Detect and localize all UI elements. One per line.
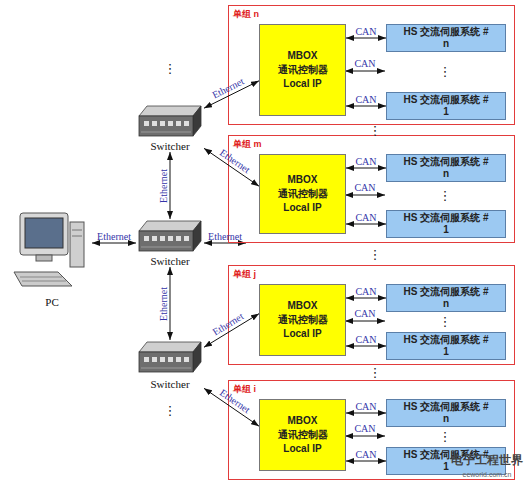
node-text: Local IP <box>283 442 321 456</box>
servo-box: HS 交流伺服系统 # n <box>386 154 506 182</box>
controller-box: MBOX通讯控制器Local IP <box>259 399 346 471</box>
node-text: Local IP <box>283 201 321 215</box>
switch-icon <box>139 221 201 251</box>
controller-box: MBOX通讯控制器Local IP <box>259 154 346 234</box>
ellipsis-mark: ⋮ <box>439 429 452 444</box>
ellipsis-mark: ⋮ <box>164 61 177 76</box>
node-text: 通讯控制器 <box>278 313 328 327</box>
node-text: Local IP <box>283 327 321 341</box>
connector <box>346 224 386 225</box>
link-label: CAN <box>354 182 375 193</box>
node-text: HS 交流伺服系统 # 1 <box>403 334 489 358</box>
switch-node: Switcher <box>136 104 204 152</box>
node-text: Switcher <box>150 378 189 390</box>
group-box: 单组 m MBOX通讯控制器Local IP HS 交流伺服系统 # n HS 交流伺… <box>228 135 515 243</box>
connector <box>346 106 386 107</box>
connector <box>346 346 386 347</box>
connector <box>346 413 386 414</box>
edge-label: CAN <box>355 156 376 167</box>
link-label: Ethernet <box>208 231 242 242</box>
can-line <box>345 321 385 322</box>
ellipsis-mark: ⋮ <box>439 314 452 329</box>
can-line <box>345 436 385 437</box>
edge-label: CAN <box>355 212 376 223</box>
node-text: 通讯控制器 <box>278 187 328 201</box>
switch-node: Switcher <box>136 219 204 267</box>
servo-box: HS 交流伺服系统 # 1 <box>386 332 506 360</box>
node-text: HS 交流伺服系统 # n <box>403 26 489 50</box>
edge-label: Ethernet <box>158 287 169 321</box>
node-text: 通讯控制器 <box>278 428 328 442</box>
link-label: CAN <box>354 58 375 69</box>
edge-label: CAN <box>355 449 376 460</box>
edge-label: CAN <box>355 334 376 345</box>
node-text: 通讯控制器 <box>278 63 328 77</box>
switch-icon <box>139 106 201 136</box>
edge-label: CAN <box>355 401 376 412</box>
switch-icon <box>139 342 201 372</box>
edge-label: Ethernet <box>97 231 131 242</box>
connector <box>346 298 386 299</box>
switch-node: Switcher <box>136 340 204 390</box>
connector <box>204 81 259 108</box>
ellipsis-mark: ⋮ <box>439 64 452 79</box>
node-text: HS 交流伺服系统 # 1 <box>403 94 489 118</box>
can-line <box>345 195 385 196</box>
pc-icon <box>14 213 84 286</box>
node-text: 单组 i <box>233 383 256 396</box>
connector <box>204 314 259 348</box>
servo-box: HS 交流伺服系统 # 1 <box>386 210 506 238</box>
edge-label: CAN <box>355 26 376 37</box>
pc-node: PC <box>12 210 92 308</box>
group-box: 单组 nMBOX通讯控制器Local IPHS 交流伺服系统 # nHS 交流伺… <box>228 5 515 125</box>
connector <box>92 243 136 244</box>
servo-box: HS 交流伺服系统 # n <box>386 24 506 52</box>
servo-box: HS 交流伺服系统 # 1 <box>386 447 506 475</box>
servo-box: HS 交流伺服系统 # 1 <box>386 92 506 120</box>
edge-label: Ethernet <box>158 169 169 203</box>
connector <box>170 267 171 340</box>
edge-label: CAN <box>355 286 376 297</box>
ellipsis-mark: ⋮ <box>369 365 382 380</box>
node-text: 单组 j <box>233 268 256 281</box>
node-text: PC <box>45 296 58 308</box>
node-text: MBOX <box>288 49 318 63</box>
group-box: 单组 iMBOX通讯控制器Local IPHS 交流伺服系统 # nHS 交流伺… <box>228 380 515 480</box>
edge-label: Ethernet <box>218 147 252 175</box>
node-text: Local IP <box>283 77 321 91</box>
node-text: MBOX <box>288 299 318 313</box>
connector <box>346 168 386 169</box>
node-text: HS 交流伺服系统 # 1 <box>403 212 489 236</box>
edge-label: CAN <box>355 94 376 105</box>
node-text: 单组 n <box>233 8 259 21</box>
node-text: HS 交流伺服系统 # n <box>403 156 489 180</box>
servo-box: HS 交流伺服系统 # n <box>386 399 506 427</box>
link-label: CAN <box>354 423 375 434</box>
controller-box: MBOX通讯控制器Local IP <box>259 284 346 356</box>
node-text: HS 交流伺服系统 # n <box>403 286 489 310</box>
node-text: HS 交流伺服系统 # n <box>403 401 489 425</box>
connector <box>204 388 259 426</box>
node-text: MBOX <box>288 173 318 187</box>
ellipsis-mark: ⋮ <box>164 403 177 418</box>
node-text: HS 交流伺服系统 # 1 <box>403 449 489 473</box>
servo-box: HS 交流伺服系统 # n <box>386 284 506 312</box>
connector <box>204 148 259 186</box>
node-text: 单组 m <box>233 138 262 151</box>
ellipsis-mark: ⋮ <box>439 188 452 203</box>
connector <box>170 152 171 219</box>
connector <box>346 38 386 39</box>
link-label: CAN <box>354 308 375 319</box>
node-text: Switcher <box>150 255 189 267</box>
node-text: Switcher <box>150 140 189 152</box>
controller-box: MBOX通讯控制器Local IP <box>259 24 346 116</box>
group-box: 单组 jMBOX通讯控制器Local IPHS 交流伺服系统 # nHS 交流伺… <box>228 265 515 365</box>
ellipsis-mark: ⋮ <box>369 247 382 262</box>
can-line <box>345 71 385 72</box>
node-text: MBOX <box>288 414 318 428</box>
connector <box>346 461 386 462</box>
